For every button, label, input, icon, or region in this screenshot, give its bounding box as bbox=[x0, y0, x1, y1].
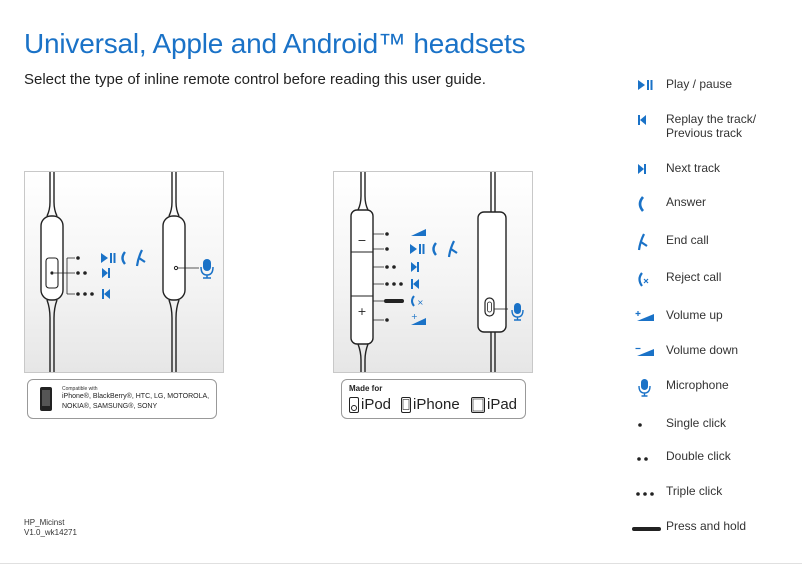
legend-item-single-click: Single click bbox=[632, 416, 802, 446]
legend-item-reject-call: Reject call bbox=[632, 270, 802, 300]
svg-text:−: − bbox=[357, 234, 366, 247]
legend-label: Press and hold bbox=[666, 519, 747, 533]
legend-item-answer: Answer bbox=[632, 195, 802, 225]
compatible-devices-line1: iPhone®, BlackBerry®, HTC, LG, MOTOROLA, bbox=[62, 393, 210, 400]
compatible-devices-line2: NOKIA®, SAMSUNG®, SONY bbox=[62, 403, 158, 410]
double-click-icon bbox=[637, 457, 648, 461]
svg-text:+: + bbox=[411, 312, 418, 321]
press-and-hold-icon bbox=[632, 527, 661, 531]
legend-item-volume-up: Volume up bbox=[632, 308, 802, 338]
legend-item-microphone: Microphone bbox=[632, 378, 802, 408]
phone-icon bbox=[40, 387, 52, 411]
answer-icon bbox=[638, 196, 645, 212]
iphone-label: iPhone bbox=[413, 396, 460, 413]
ipad-label: iPad bbox=[487, 396, 518, 413]
ipod-icon bbox=[349, 397, 359, 413]
legend-label: Single click bbox=[666, 416, 727, 430]
volume-down-icon bbox=[635, 347, 654, 356]
apple-remote-panel: − + × + bbox=[333, 171, 533, 373]
iphone-icon bbox=[401, 397, 411, 413]
triple-click-icon bbox=[636, 492, 654, 496]
legend-label: Triple click bbox=[666, 484, 723, 498]
legend-label: Microphone bbox=[666, 378, 729, 392]
legend-label: End call bbox=[666, 233, 709, 247]
legend-label: Answer bbox=[666, 195, 707, 209]
previous-track-icon bbox=[638, 115, 646, 125]
universal-remote-panel bbox=[24, 171, 224, 373]
svg-text:+: + bbox=[357, 305, 366, 318]
volume-up-icon bbox=[635, 311, 654, 321]
legend-label: Double click bbox=[666, 449, 731, 463]
legend-label: Play / pause bbox=[666, 77, 733, 91]
svg-text:×: × bbox=[417, 298, 424, 307]
legend-item-triple-click: Triple click bbox=[632, 484, 802, 514]
legend-label: Next track bbox=[666, 161, 721, 175]
single-click-icon bbox=[638, 423, 642, 427]
end-call-icon bbox=[637, 233, 648, 251]
apple-remote-body bbox=[350, 209, 374, 345]
legend-item-end-call: End call bbox=[632, 233, 802, 263]
legend-label: Volume up bbox=[666, 308, 723, 322]
apple-remote-diagram: − + × + bbox=[350, 172, 524, 372]
compatible-with-caption: Compatible with bbox=[62, 386, 98, 392]
play-pause-icon bbox=[638, 80, 653, 90]
made-for-apple-badge: Made for iPod iPhone iPad bbox=[341, 379, 526, 419]
legend-item-volume-down: Volume down bbox=[632, 343, 802, 373]
legend-item-previous-track: Replay the track/ Previous track bbox=[632, 112, 802, 142]
footer-code: HP_Micinst bbox=[24, 518, 65, 527]
document-footer: HP_Micinst V1.0_wk14271 bbox=[24, 518, 77, 538]
legend-label: Volume down bbox=[666, 343, 739, 357]
legend-item-press-and-hold: Press and hold bbox=[632, 519, 802, 549]
legend-item-play-pause: Play / pause bbox=[632, 77, 802, 107]
legend-item-double-click: Double click bbox=[632, 449, 802, 479]
footer-version: V1.0_wk14271 bbox=[24, 528, 77, 537]
single-click-dot bbox=[76, 256, 80, 260]
reject-call-icon bbox=[638, 272, 649, 287]
universal-remote-diagram bbox=[40, 172, 214, 372]
legend-item-next-track: Next track bbox=[632, 161, 802, 191]
next-track-icon bbox=[638, 164, 646, 174]
page-title: Universal, Apple and Android™ headsets bbox=[24, 28, 526, 59]
ipod-label: iPod bbox=[361, 396, 392, 413]
made-for-caption: Made for bbox=[349, 384, 383, 393]
bottom-divider bbox=[0, 563, 802, 564]
ipad-icon bbox=[471, 397, 485, 413]
legend-label: Replay the track/ Previous track bbox=[666, 112, 757, 140]
page-subtitle: Select the type of inline remote control… bbox=[24, 71, 486, 88]
mic-body bbox=[162, 215, 186, 301]
microphone-icon bbox=[638, 379, 651, 397]
compatibility-badge: Compatible with iPhone®, BlackBerry®, HT… bbox=[27, 379, 217, 419]
legend-label: Reject call bbox=[666, 270, 722, 284]
